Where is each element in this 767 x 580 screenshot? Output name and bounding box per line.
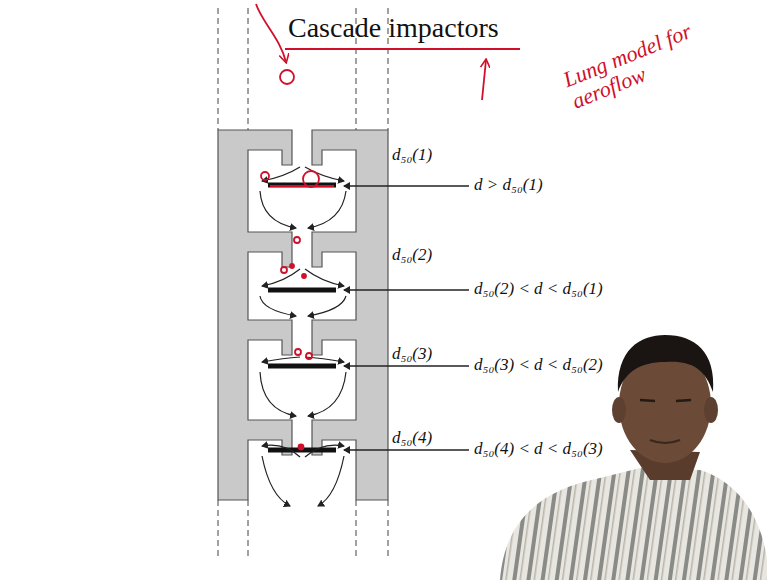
flow-arrow <box>262 445 300 457</box>
flow-arrow <box>262 456 290 506</box>
impaction-plate <box>268 288 336 293</box>
pointer-arrow <box>344 185 469 186</box>
flow-arrow <box>260 296 296 316</box>
flow-arrow <box>260 372 296 416</box>
flow-arrow <box>305 445 344 457</box>
diagram-title: Cascade impactors <box>288 12 499 44</box>
handwritten-annotation <box>256 4 520 450</box>
pointer-arrow <box>344 365 469 366</box>
flow-arrow <box>260 191 296 228</box>
dashed-guide <box>218 8 388 560</box>
flow-arrow <box>318 456 344 506</box>
stage-cutoff: d₅₀(4) <box>392 428 432 448</box>
flow-arrow <box>262 357 300 362</box>
pointer-arrow <box>344 449 469 450</box>
flow-arrow <box>305 269 344 286</box>
stage-cutoff: d₅₀(1) <box>392 145 432 165</box>
flow-arrow <box>308 191 346 228</box>
flow-arrow <box>308 296 346 316</box>
flow-arrow <box>308 372 346 416</box>
impaction-plate <box>268 183 336 188</box>
size-range: d₅₀(4) < d < d₅₀(3) <box>474 439 603 459</box>
pointer-arrow <box>344 289 469 290</box>
size-range: d₅₀(2) < d < d₅₀(1) <box>474 279 603 299</box>
size-range: d₅₀(3) < d < d₅₀(2) <box>474 355 603 375</box>
flow-arrow <box>262 167 300 181</box>
flow-arrow <box>305 167 344 181</box>
stage-cutoff: d₅₀(2) <box>392 245 432 265</box>
stage-cutoff: d₅₀(3) <box>392 344 432 364</box>
handwritten-note: Lung model for aeroflow <box>560 14 716 113</box>
impaction-plate <box>268 364 336 369</box>
size-range: d > d₅₀(1) <box>474 175 543 195</box>
